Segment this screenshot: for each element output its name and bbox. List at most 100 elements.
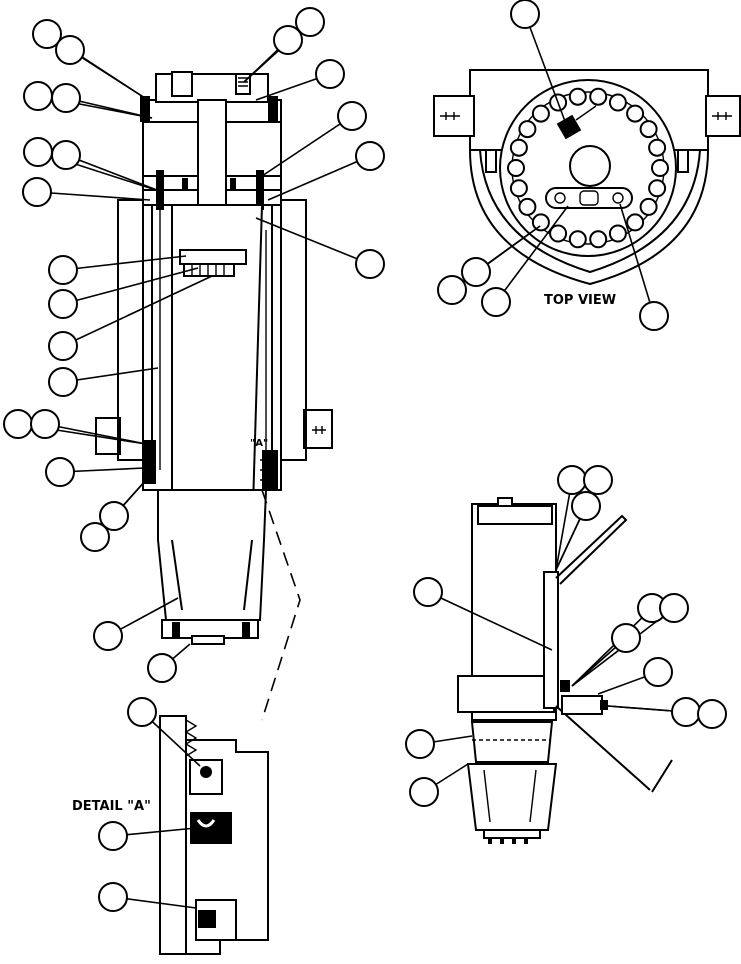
flange-bolt (509, 179, 528, 198)
top-fitting-right (235, 73, 251, 95)
flange-bolt (549, 224, 568, 243)
side-head (470, 721, 554, 763)
callout-bubble[interactable] (127, 697, 157, 727)
callout-bubble[interactable] (481, 287, 511, 317)
callout-bubble[interactable] (355, 249, 385, 279)
callout-bubble[interactable] (315, 59, 345, 89)
callout-bubble[interactable] (80, 522, 110, 552)
side-collar (457, 675, 555, 713)
leader-line (255, 217, 371, 265)
callout-bubble[interactable] (51, 140, 81, 170)
callout-bubble[interactable] (98, 882, 128, 912)
flange-bolts (507, 87, 669, 249)
flange-bolt (589, 87, 608, 106)
leader-line (571, 607, 653, 687)
flange-bolt (626, 104, 645, 123)
callout-bubble[interactable] (557, 465, 587, 495)
leader-line (261, 115, 353, 177)
callout-bubble[interactable] (337, 101, 367, 131)
callout-bubble[interactable] (99, 501, 129, 531)
main-cylinder-assembly: "A" (95, 71, 333, 721)
piston-nut (183, 263, 235, 277)
callout-bubble[interactable] (461, 257, 491, 287)
callout-bubble[interactable] (671, 697, 701, 727)
side-bracket (543, 571, 559, 709)
callout-bubble[interactable] (23, 137, 53, 167)
callout-bubble[interactable] (51, 83, 81, 113)
flange-bolt (568, 87, 587, 106)
callout-bubble[interactable] (355, 141, 385, 171)
callout-bubble[interactable] (32, 19, 62, 49)
flange-bolt (518, 197, 537, 216)
callout-bubble[interactable] (697, 699, 727, 729)
callout-bubble[interactable] (273, 25, 303, 55)
flange-bolt (626, 213, 645, 232)
flange-bolt (639, 120, 658, 139)
flange-bolt (518, 120, 537, 139)
top-fitting-left (171, 71, 193, 97)
flange-bolt (608, 224, 627, 243)
callout-bubble[interactable] (583, 465, 613, 495)
callout-bubble[interactable] (45, 457, 75, 487)
callout-bubble[interactable] (437, 275, 467, 305)
flange-bolt (639, 197, 658, 216)
flange-bolt (507, 159, 525, 177)
callout-bubble[interactable] (93, 621, 123, 651)
callout-bubble[interactable] (413, 577, 443, 607)
leader-line (555, 479, 573, 571)
detail-a-title: DETAIL "A" (72, 799, 151, 814)
callout-bubble[interactable] (55, 35, 85, 65)
leader-line (62, 255, 187, 271)
callout-bubble[interactable] (98, 821, 128, 851)
flange-bolt (648, 138, 667, 157)
flange-bolt (648, 179, 667, 198)
side-taper (466, 763, 558, 831)
side-cylinder (561, 695, 603, 715)
callout-bubble[interactable] (48, 255, 78, 285)
callout-bubble[interactable] (639, 301, 669, 331)
leader-line (69, 49, 149, 101)
lower-body (157, 489, 268, 621)
flange-bolt (531, 104, 550, 123)
callout-bubble[interactable] (571, 491, 601, 521)
callout-bubble[interactable] (48, 331, 78, 361)
right-lug (303, 409, 333, 449)
flange-bolt (509, 138, 528, 157)
leader-line (62, 267, 199, 305)
leader-line (62, 367, 159, 383)
callout-bubble[interactable] (611, 623, 641, 653)
leader-line (427, 591, 553, 651)
flange-bolt (651, 159, 669, 177)
callout-bubble[interactable] (510, 0, 540, 29)
top-view-title: TOP VIEW (544, 293, 616, 308)
callout-bubble[interactable] (3, 409, 33, 439)
piston-head (179, 249, 247, 265)
callout-bubble[interactable] (659, 593, 689, 623)
center-bore (569, 145, 611, 187)
callout-bubble[interactable] (30, 409, 60, 439)
flange-bolt (568, 230, 587, 249)
detail-a-section: DETAIL "A" (72, 715, 269, 955)
flange-bolt (589, 230, 608, 249)
leader-line (36, 191, 151, 201)
top-view-assembly: TOP VIEW (433, 69, 741, 308)
detail-link-line (261, 489, 301, 721)
callout-bubble[interactable] (295, 7, 325, 37)
callout-bubble[interactable] (22, 177, 52, 207)
callout-bubble[interactable] (23, 81, 53, 111)
callout-bubble[interactable] (147, 653, 177, 683)
leader-line (495, 205, 569, 303)
callout-bubble[interactable] (643, 657, 673, 687)
callout-bubble[interactable] (409, 777, 439, 807)
flange-bolt (531, 213, 550, 232)
callout-bubble[interactable] (405, 729, 435, 759)
flange-bolt (608, 93, 627, 112)
callout-bubble[interactable] (48, 289, 78, 319)
leader-line (44, 423, 147, 445)
leader-line (62, 275, 213, 347)
callout-bubbles (3, 0, 727, 912)
callout-bubble[interactable] (48, 367, 78, 397)
leader-line (524, 13, 567, 125)
